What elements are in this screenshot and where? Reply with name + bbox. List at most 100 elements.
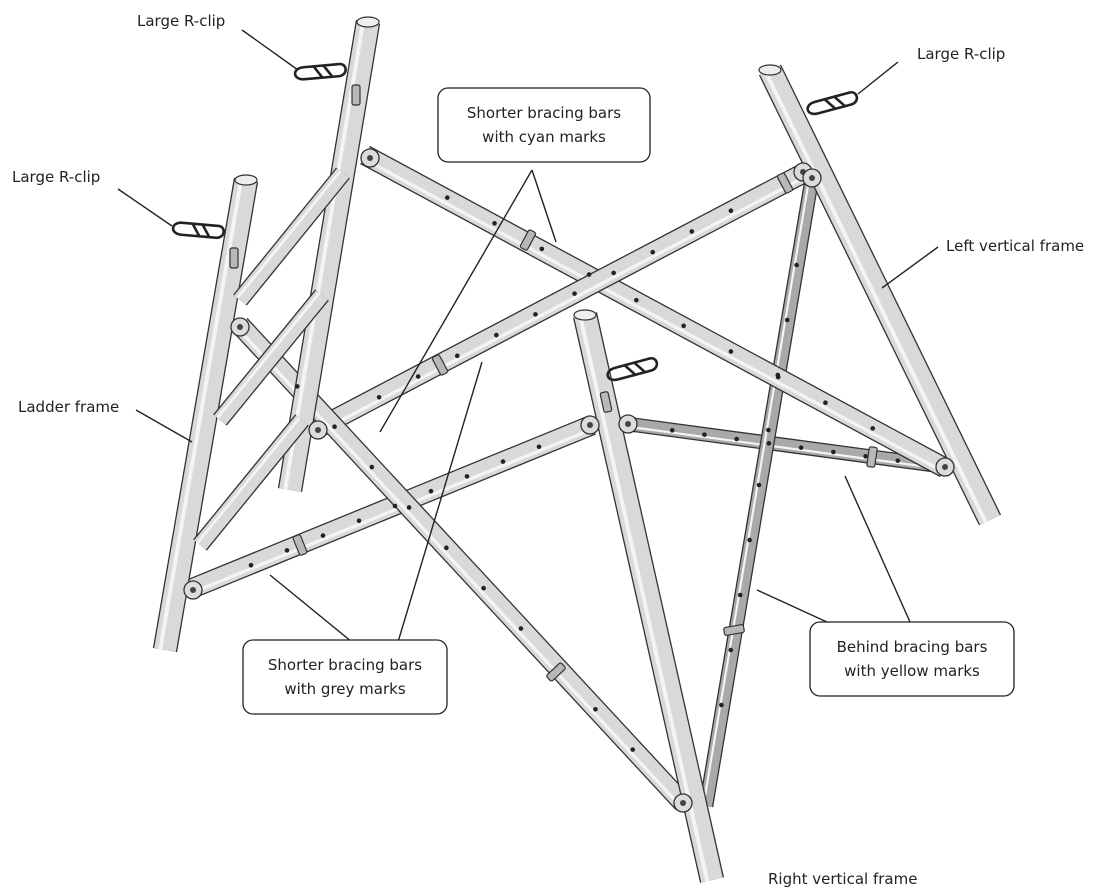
- r-clip-icon-shape: [806, 91, 859, 116]
- yellow-bar-horizontal-hole: [831, 449, 836, 455]
- leader-left-vertical: [881, 246, 939, 289]
- yellow-bar-horizontal-hole: [734, 436, 739, 442]
- callout-grey-line2: with grey marks: [284, 680, 405, 698]
- grey-bar-a-hole: [500, 459, 506, 464]
- cyan-bar-b: [313, 165, 805, 438]
- right-vertical-frame-label: Right vertical frame: [768, 870, 917, 888]
- leader-rclip-2: [857, 61, 899, 95]
- cyan-bar-a-hole: [823, 400, 828, 406]
- left-vertical-frame-label: Left vertical frame: [946, 237, 1084, 255]
- joint-cyan-a-bottom-pin: [942, 464, 948, 470]
- cyan-bar-a-hole: [775, 374, 781, 380]
- yellow-bar-vertical-hole: [794, 262, 799, 268]
- leader-rclip-3: [117, 188, 173, 227]
- grey-bar-b-hole: [406, 505, 412, 510]
- ladder-rung-1: [233, 167, 350, 306]
- yellow-bar-horizontal-hole: [895, 458, 901, 463]
- grey-bar-a-fill: [189, 416, 596, 597]
- yellow-bar-horizontal-hole: [669, 428, 675, 433]
- callout-cyan-line1: Shorter bracing bars: [467, 104, 621, 122]
- ladder-rail-front-cap: [234, 174, 258, 186]
- cyan-bar-a-hole: [870, 426, 876, 431]
- yellow-bar-vertical-hole: [756, 482, 762, 488]
- cyan-bar-a-hole: [634, 297, 639, 303]
- joint-cyan-b-bottom-pin: [315, 427, 321, 433]
- ladder-rung-3-highlight: [196, 417, 301, 544]
- grey-bar-a-hole: [392, 503, 398, 509]
- grey-bar-b-hole: [593, 706, 598, 712]
- ladder-rung-3: [193, 414, 309, 551]
- leader-grey-a: [269, 574, 353, 643]
- callout-yellow: Behind bracing bars with yellow marks: [809, 621, 1015, 697]
- callout-grey: Shorter bracing bars with grey marks: [242, 639, 448, 715]
- leader-ladder: [135, 409, 193, 443]
- yellow-bar-horizontal-hole: [863, 454, 868, 459]
- callout-yellow-line2: with yellow marks: [844, 662, 980, 680]
- grey-bar-b-hole: [332, 424, 337, 430]
- cyan-bar-b-end-collar: [776, 172, 794, 194]
- cyan-bar-b-hole: [728, 208, 734, 214]
- yellow-bar-vertical-hole: [719, 702, 724, 708]
- callout-cyan-line2: with cyan marks: [482, 128, 606, 146]
- r-clip-label-3: Large R-clip: [12, 168, 100, 186]
- yellow-bar-vertical-hole: [728, 647, 734, 653]
- yellow-bar-horizontal-hole: [766, 441, 772, 446]
- ladder-rung-2-fill: [214, 290, 328, 425]
- grey-bar-b-hole: [481, 585, 486, 591]
- cyan-bar-b-hole: [572, 291, 577, 296]
- callout-grey-line1: Shorter bracing bars: [268, 656, 422, 674]
- grey-bar-a-hole: [536, 444, 542, 450]
- grey-bar-a-highlight: [193, 427, 595, 594]
- joint-grey-a-left-pin: [190, 587, 196, 593]
- cyan-bar-b-collar: [431, 354, 449, 376]
- r-clips: [171, 62, 859, 382]
- cyan-bar-a-collar: [519, 229, 537, 251]
- grey-bar-a-hole: [464, 474, 470, 479]
- yellow-bar-horizontal-hole: [702, 432, 707, 437]
- leader-yellow-a: [844, 475, 911, 623]
- joint-yellow-top-pin: [809, 175, 815, 181]
- cyan-bar-a-hole: [492, 220, 497, 226]
- cyan-bar-a-hole: [681, 323, 686, 329]
- cyan-bar-a-hole: [539, 246, 545, 252]
- r-clip-icon: [293, 62, 347, 81]
- joint-cyan-a-top-pin: [367, 155, 373, 161]
- cyan-bar-b-hole: [415, 374, 421, 379]
- grey-bar-b-hole: [369, 464, 375, 470]
- grey-bar-b-hole: [294, 384, 300, 389]
- right-vertical-frame-collar: [599, 391, 613, 413]
- cyan-bar-a-hole: [444, 195, 450, 200]
- cyan-bar-b-hole: [494, 332, 499, 338]
- leader-cyan-a: [531, 169, 557, 243]
- bar-marks: [183, 84, 955, 813]
- ladder-rail-back-cap: [356, 16, 380, 28]
- right-vertical-frame-highlight: [578, 315, 710, 882]
- yellow-bar-horizontal-hole: [798, 445, 804, 450]
- left-vertical-frame-cap: [758, 64, 782, 76]
- cyan-bar-a-highlight: [362, 157, 944, 473]
- ladder-rung-1-highlight: [236, 170, 342, 299]
- yellow-bar-vertical-highlight: [702, 177, 811, 806]
- yellow-bar-horizontal: [627, 416, 949, 475]
- right-vertical-frame: [572, 312, 725, 883]
- ladder-rail-front-highlight: [158, 178, 244, 650]
- yellow-bar-vertical-collar: [723, 624, 745, 636]
- r-clip-icon-shape: [171, 221, 225, 240]
- joint-grey-b-bottom-pin: [680, 800, 686, 806]
- grey-bar-a-hole: [356, 518, 362, 524]
- yellow-bar-vertical: [698, 176, 820, 808]
- cyan-bar-a: [360, 145, 950, 478]
- ladder-rung-2-highlight: [216, 292, 321, 419]
- ladder-rung-1-fill: [234, 168, 349, 305]
- yellow-bar-horizontal-fill: [627, 418, 949, 473]
- r-clip-label-2: Large R-clip: [917, 45, 1005, 63]
- yellow-bar-vertical-hole: [766, 427, 771, 433]
- yellow-bar-vertical-hole: [747, 537, 752, 543]
- joint-grey-a-right-pin: [587, 422, 593, 428]
- right-vertical-frame-cap: [573, 309, 597, 321]
- cyan-bar-b-highlight: [319, 177, 803, 433]
- left-vertical-frame: [758, 64, 1002, 526]
- r-clip-icon-shape: [606, 357, 659, 382]
- left-vertical-frame-highlight: [763, 71, 988, 523]
- r-clip-icon: [171, 221, 225, 240]
